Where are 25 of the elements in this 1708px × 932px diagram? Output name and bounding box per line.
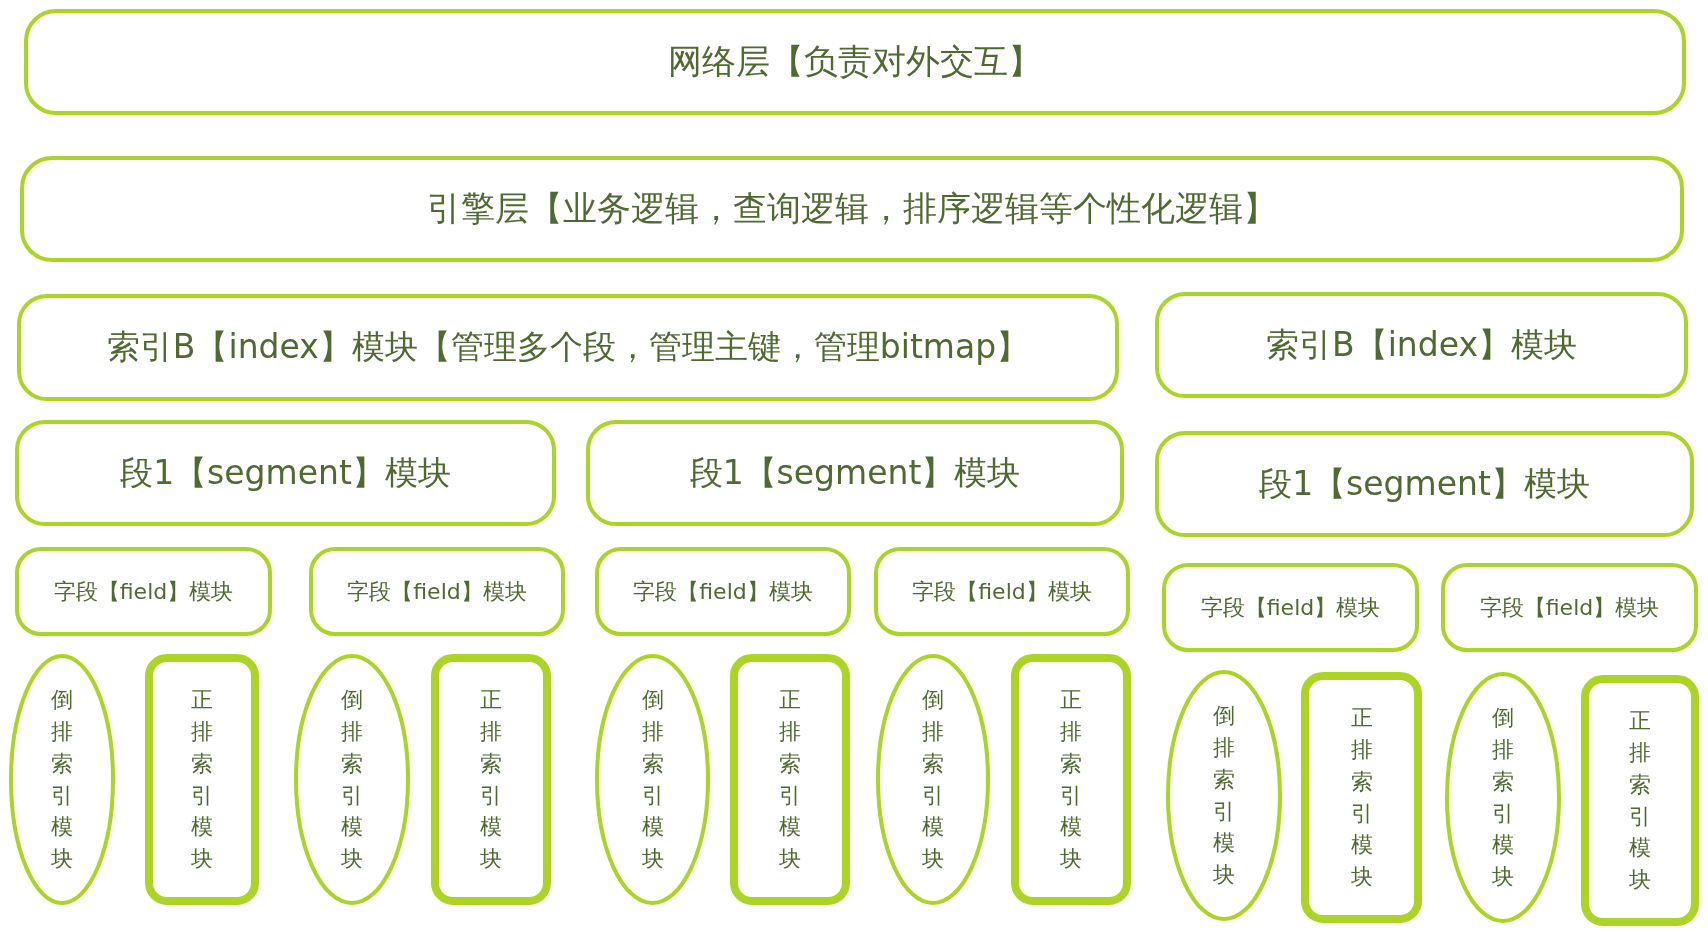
thick-rounded-box: 正排索引模块 [1581,675,1699,926]
rounded-box: 网络层【负责对外交互】 [24,9,1686,115]
thick-rounded-box: 正排索引模块 [145,654,259,905]
rounded-box: 段1【segment】模块 [586,420,1124,526]
ellipse-node: 倒排索引模块 [294,654,410,905]
thick-rounded-box: 正排索引模块 [1301,672,1422,923]
rounded-box: 段1【segment】模块 [1155,431,1694,537]
thick-rounded-box: 正排索引模块 [431,654,551,905]
ellipse-node: 倒排索引模块 [595,654,710,905]
rounded-box: 字段【field】模块 [309,547,565,636]
rounded-box: 引擎层【业务逻辑，查询逻辑，排序逻辑等个性化逻辑】 [20,156,1684,262]
rounded-box: 索引B【index】模块【管理多个段，管理主键，管理bitmap】 [17,294,1119,401]
thick-rounded-box: 正排索引模块 [730,654,850,905]
rounded-box: 字段【field】模块 [15,547,272,636]
rounded-box: 字段【field】模块 [1441,563,1698,652]
rounded-box: 字段【field】模块 [1162,563,1419,652]
rounded-box: 字段【field】模块 [595,547,851,636]
thick-rounded-box: 正排索引模块 [1011,654,1131,905]
ellipse-node: 倒排索引模块 [1166,670,1282,921]
rounded-box: 段1【segment】模块 [15,420,556,526]
ellipse-node: 倒排索引模块 [1445,672,1561,923]
rounded-box: 字段【field】模块 [874,547,1130,636]
ellipse-node: 倒排索引模块 [876,654,990,905]
ellipse-node: 倒排索引模块 [9,654,115,905]
rounded-box: 索引B【index】模块 [1155,292,1688,398]
